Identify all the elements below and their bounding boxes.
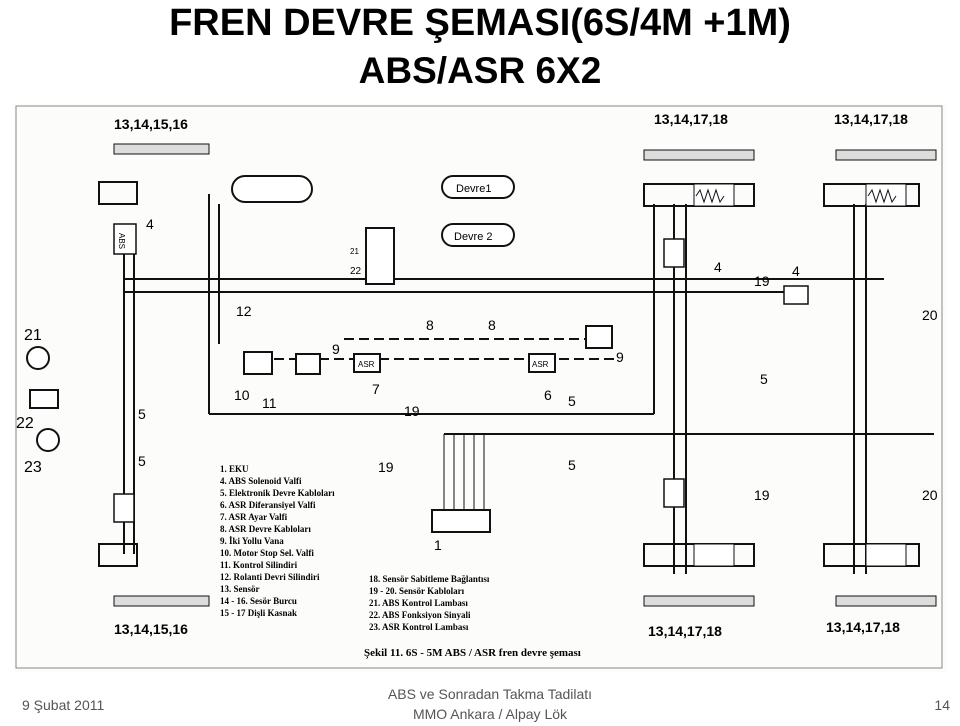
top-left-wheel: ABS 13,14,15,16 4 <box>98 116 210 255</box>
label-23: 23 <box>24 459 42 476</box>
legend-item: 4. ABS Solenoid Valfi <box>220 476 302 486</box>
label-7: 7 <box>372 381 380 397</box>
legend-item: 19 - 20. Sensör Kabloları <box>369 586 465 596</box>
label-19-low: 19 <box>378 459 394 475</box>
label-5-right: 5 <box>760 371 768 387</box>
top-right-wheel: 13,14,17,18 4 20 <box>783 111 938 323</box>
warning-lamps: 21 22 23 <box>16 327 60 476</box>
label-4-mid: 4 <box>714 259 722 275</box>
legend-item: 6. ASR Diferansiyel Valfi <box>220 500 316 510</box>
label-20-top: 20 <box>922 307 938 323</box>
label-12: 12 <box>236 303 252 319</box>
label-8b: 8 <box>488 317 496 333</box>
legend-item: 1. EKU <box>220 464 249 474</box>
page-subtitle: ABS/ASR 6X2 <box>358 50 602 91</box>
label-11: 11 <box>262 395 277 411</box>
bottom-wheels: 13,14,15,16 13,14,17,18 13,14,17,18 <box>98 478 937 639</box>
legend-item: 7. ASR Ayar Valfi <box>220 512 288 522</box>
label-1: 1 <box>434 537 442 553</box>
asr-label-2: ASR <box>532 360 549 369</box>
footer-date: 9 Şubat 2011 <box>22 697 105 713</box>
legend-item: 10. Motor Stop Sel. Valfi <box>220 548 314 558</box>
figure-caption: Şekil 11. 6S - 5M ABS / ASR fren devre ş… <box>364 647 581 659</box>
label-4-right: 4 <box>792 263 800 279</box>
label-19-right: 19 <box>754 487 770 503</box>
corner-label-top-right: 13,14,17,18 <box>834 111 908 127</box>
label-9: 9 <box>616 349 624 365</box>
ecu: 1 <box>431 434 491 553</box>
corner-label-top-left: 13,14,15,16 <box>114 116 188 132</box>
reservoir-tank: Devre1 Devre 2 <box>231 175 515 247</box>
abs-valve-label: ABS <box>117 233 126 249</box>
label-5a: 5 <box>138 406 146 422</box>
legend-left: 1. EKU 4. ABS Solenoid Valfi 5. Elektron… <box>220 464 335 618</box>
label-5c: 5 <box>568 393 576 409</box>
label-8a: 8 <box>426 317 434 333</box>
label-22-valve: 22 <box>350 266 362 277</box>
circuit1-label: Devre1 <box>456 183 491 195</box>
corner-label-bottom-mid: 13,14,17,18 <box>648 623 722 639</box>
asr-label: ASR <box>358 360 375 369</box>
label-4: 4 <box>146 216 154 232</box>
label-5d: 5 <box>568 457 576 473</box>
footer-title: ABS ve Sonradan Takma Tadilatı MMO Ankar… <box>300 684 680 724</box>
label-22: 22 <box>16 415 34 432</box>
label-10: 10 <box>234 387 250 403</box>
legend-item: 18. Sensör Sabitleme Bağlantısı <box>369 574 490 584</box>
page-title: FREN DEVRE ŞEMASI(6S/4M +1M) <box>169 2 791 44</box>
legend-right: 18. Sensör Sabitleme Bağlantısı 19 - 20.… <box>369 574 490 632</box>
label-21-valve: 21 <box>350 247 359 256</box>
legend-item: 5. Elektronik Devre Kabloları <box>220 488 335 498</box>
legend-item: 8. ASR Devre Kabloları <box>220 524 311 534</box>
footer-line1: ABS ve Sonradan Takma Tadilatı <box>387 686 593 702</box>
footer-line2: MMO Ankara / Alpay Lök <box>412 706 568 722</box>
legend-item: 23. ASR Kontrol Lambası <box>369 622 469 632</box>
legend-item: 22. ABS Fonksiyon Sinyali <box>369 610 471 620</box>
legend-item: 21. ABS Kontrol Lambası <box>369 598 468 608</box>
top-mid-wheel: 13,14,17,18 4 19 <box>643 111 770 289</box>
label-19-mid: 19 <box>404 403 420 419</box>
asr-components: ASR ASR 12 10 11 7 6 8 8 9 9 5 20 19 19 … <box>138 303 938 503</box>
legend-item: 12. Rolanti Devri Silindiri <box>220 572 320 582</box>
circuit2-label: Devre 2 <box>454 231 493 243</box>
label-6: 6 <box>544 387 552 403</box>
label-9b: 9 <box>332 341 340 357</box>
legend-item: 9. İki Yollu Vana <box>220 536 284 546</box>
page-number: 14 <box>934 697 950 713</box>
legend-item: 15 - 17 Dişli Kasnak <box>220 608 297 618</box>
corner-label-bottom-left: 13,14,15,16 <box>114 621 188 637</box>
legend-item: 13. Sensör <box>220 584 260 594</box>
label-5b: 5 <box>138 453 146 469</box>
label-21: 21 <box>24 327 42 344</box>
corner-label-top-mid: 13,14,17,18 <box>654 111 728 127</box>
corner-label-bottom-right: 13,14,17,18 <box>826 619 900 635</box>
brake-valve: 21 22 <box>350 227 395 285</box>
label-19-top: 19 <box>754 273 770 289</box>
brake-circuit-diagram: ABS 13,14,15,16 4 13,14,17,18 4 19 13,14… <box>14 104 946 672</box>
legend-item: 11. Kontrol Silindiri <box>220 560 298 570</box>
legend-item: 14 - 16. Sesör Burcu <box>220 596 297 606</box>
label-20-bottom: 20 <box>922 487 938 503</box>
